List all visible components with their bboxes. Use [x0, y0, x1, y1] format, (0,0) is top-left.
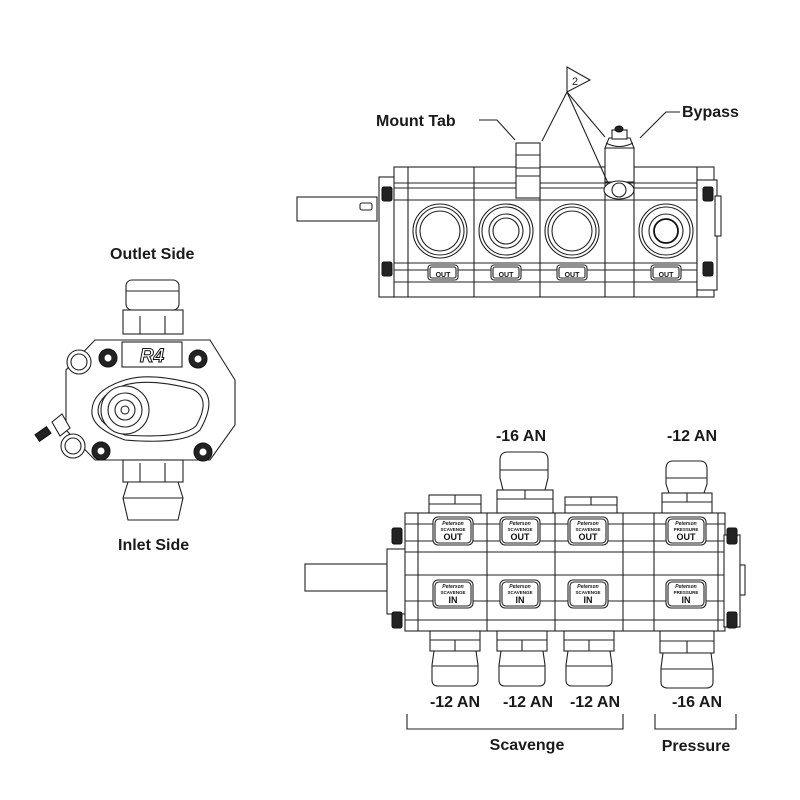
bolt-icon: [381, 261, 393, 277]
pressure-bracket: [654, 714, 737, 730]
bottom-fitting-12an: [496, 630, 548, 687]
brand-mark: Peterson: [577, 521, 598, 527]
top-badge: OUT: [556, 264, 588, 281]
pressure-label: Pressure: [662, 738, 731, 755]
port-badge-in: Peterson SCAVENGE IN: [499, 579, 541, 609]
port-badge-out: Peterson SCAVENGE OUT: [499, 516, 541, 546]
shaft-key: [359, 202, 373, 211]
badge-type: SCAVENGE: [441, 527, 466, 532]
r4-logo: R4: [140, 346, 165, 367]
fitting-size-label: -12 AN: [570, 694, 620, 711]
badge-dir: OUT: [677, 532, 697, 542]
drive-shaft: [304, 563, 388, 592]
end-view: Outlet Side Inlet Side R4: [34, 246, 236, 554]
port-badge-in: Peterson PRESSURE IN: [665, 579, 707, 609]
bypass-leader: [639, 111, 680, 139]
top-ports: [412, 203, 694, 259]
bolt-icon: [91, 441, 111, 461]
badge-text: OUT: [659, 272, 675, 279]
top-badge: OUT: [490, 264, 522, 281]
fitting-size-label: -12 AN: [430, 694, 480, 711]
brand-mark: Peterson: [442, 521, 463, 527]
mount-tab-leader: [479, 119, 516, 141]
bolt-icon: [726, 611, 738, 629]
port-badge-out: Peterson SCAVENGE OUT: [432, 516, 474, 546]
port-badge-out: Peterson PRESSURE OUT: [665, 516, 707, 546]
bolt-icon: [726, 527, 738, 545]
badge-type: SCAVENGE: [508, 527, 533, 532]
top-plug: [564, 496, 618, 514]
bolt-icon: [381, 186, 393, 202]
brand-mark: Peterson: [509, 584, 530, 590]
outlet-side-label: Outlet Side: [110, 246, 195, 263]
top-fitting-16an: [496, 451, 554, 514]
badge-dir: IN: [584, 595, 593, 605]
fitting-size-label: -16 AN: [672, 694, 722, 711]
top-plug: [428, 494, 482, 514]
badge-type: SCAVENGE: [576, 527, 601, 532]
top-badge: OUT: [427, 264, 459, 281]
badge-dir: OUT: [579, 532, 599, 542]
scavenge-label: Scavenge: [490, 737, 565, 754]
mount-tab-label: Mount Tab: [376, 113, 456, 130]
port-badge-in: Peterson SCAVENGE IN: [567, 579, 609, 609]
bottom-fitting-16an: [659, 630, 715, 689]
bolt-icon: [391, 611, 403, 629]
bolt-icon: [702, 186, 714, 202]
port-badge-out: Peterson SCAVENGE OUT: [567, 516, 609, 546]
badge-dir: OUT: [511, 532, 531, 542]
badge-type: SCAVENGE: [508, 590, 533, 595]
bolt-icon: [193, 442, 213, 462]
brand-mark: Peterson: [442, 584, 463, 590]
badge-dir: IN: [516, 595, 525, 605]
inlet-side-label: Inlet Side: [118, 537, 189, 554]
fitting-size-label: -12 AN: [667, 428, 717, 445]
outlet-fitting: [125, 279, 180, 311]
badge-type: SCAVENGE: [576, 590, 601, 595]
badge-type: PRESSURE: [674, 527, 699, 532]
scavenge-bracket: [406, 714, 624, 730]
bypass-adjuster: [603, 180, 635, 200]
bypass-valve: [604, 147, 635, 183]
bottom-fitting-12an: [563, 630, 615, 687]
bottom-fitting-12an: [429, 630, 481, 687]
bolt-icon: [391, 527, 403, 545]
side-view: Peterson SCAVENGE OUT Peterson SCAVENGE …: [304, 428, 746, 755]
r4-logo-box: [121, 341, 183, 368]
badge-text: OUT: [436, 272, 452, 279]
badge-text: OUT: [565, 272, 581, 279]
badge-type: SCAVENGE: [441, 590, 466, 595]
side-bleed-fitting: [51, 413, 71, 437]
mount-tab: [515, 142, 541, 199]
top-view: OUT OUT OUT OUT Mount Tab Bypass 2: [296, 66, 739, 298]
top-badge: OUT: [650, 264, 682, 281]
top-fitting-12an: [661, 460, 713, 514]
fitting-size-label: -16 AN: [496, 428, 546, 445]
brand-mark: Peterson: [675, 584, 696, 590]
badge-text: OUT: [499, 272, 515, 279]
badge-dir: IN: [449, 595, 458, 605]
badge-dir: OUT: [444, 532, 464, 542]
badge-dir: IN: [682, 595, 691, 605]
brand-mark: Peterson: [509, 521, 530, 527]
fitting-size-label: -12 AN: [503, 694, 553, 711]
badge-type: PRESSURE: [674, 590, 699, 595]
bypass-label: Bypass: [682, 104, 739, 121]
drive-shaft: [296, 196, 378, 222]
bolt-icon: [702, 261, 714, 277]
brand-mark: Peterson: [675, 521, 696, 527]
inlet-fitting: [122, 481, 184, 521]
port-badge-in: Peterson SCAVENGE IN: [432, 579, 474, 609]
note-flag-icon: [566, 66, 592, 93]
brand-mark: Peterson: [577, 584, 598, 590]
note-flag-number: 2: [572, 76, 578, 88]
bolt-icon: [98, 348, 118, 368]
bolt-icon: [188, 349, 208, 369]
